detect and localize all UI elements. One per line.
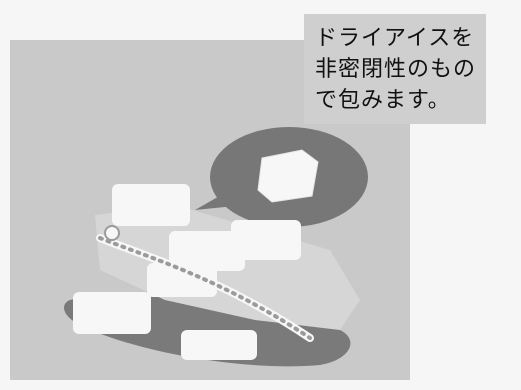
caption-box: ドライアイスを 非密閉性のもの で包みます。 (304, 14, 486, 124)
zipper-pull (104, 225, 120, 241)
dry-ice-block (181, 330, 257, 360)
dry-ice-block (112, 184, 190, 226)
dry-ice-block (169, 231, 245, 271)
zipper-teeth (98, 236, 312, 340)
speech-bubble-tail (195, 190, 245, 210)
caption-line-1: ドライアイスを (315, 26, 475, 51)
dry-ice-block (147, 263, 217, 297)
dry-ice-block (231, 220, 301, 260)
caption-line-2: 非密閉性のもの (315, 57, 477, 82)
caption-line-3: で包みます。 (315, 88, 451, 113)
dry-ice-block (73, 292, 151, 334)
dry-ice-package-icon (257, 149, 319, 203)
